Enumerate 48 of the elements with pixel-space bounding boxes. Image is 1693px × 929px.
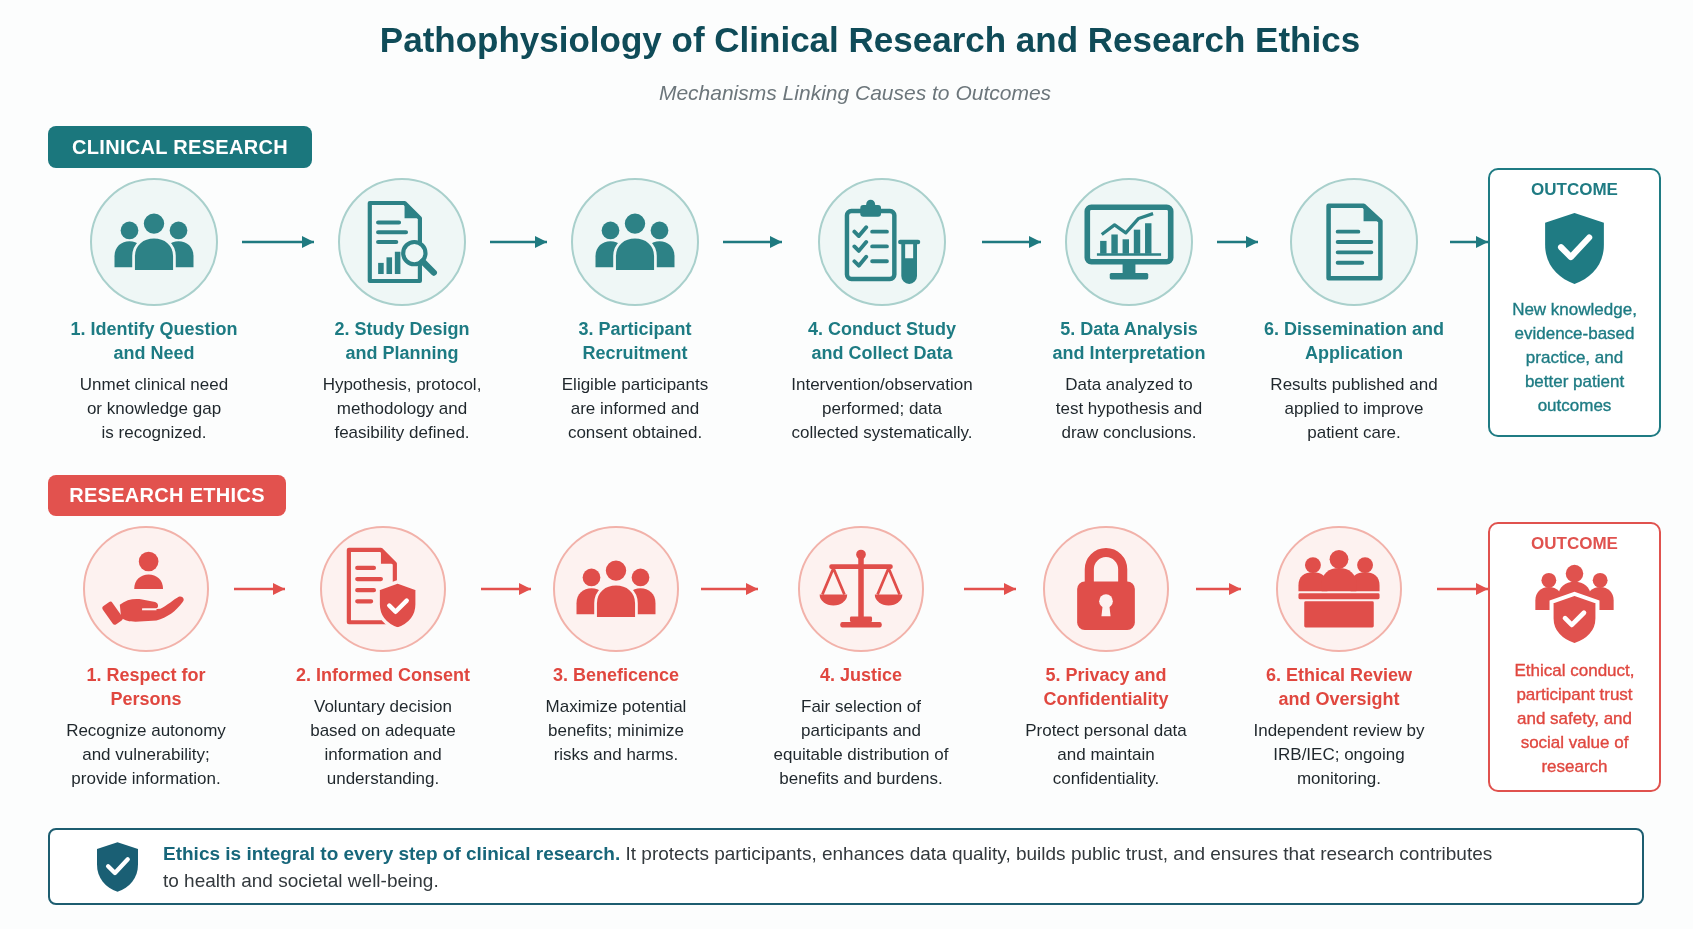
- step-description: Unmet clinical need or knowledge gap is recognized.: [79, 374, 229, 444]
- outcome-box: [1488, 522, 1661, 792]
- arrow: [234, 583, 285, 595]
- arrow: [1450, 236, 1488, 248]
- step-description: Intervention/observation performed; data collected systematically.: [790, 374, 974, 444]
- note-box: [48, 828, 1644, 905]
- arrow: [490, 236, 547, 248]
- step-description: Maximize potential benefits; minimize risks and harms.: [544, 696, 688, 766]
- step-description: Voluntary decision based on adequate information and understanding.: [309, 696, 457, 790]
- section-header: RESEARCH ETHICS: [48, 475, 286, 516]
- step-heading: 6. Dissemination and Application: [1262, 318, 1445, 365]
- step-description: Independent review by IRB/IEC; ongoing monitoring.: [1252, 720, 1426, 790]
- arrow: [1437, 583, 1488, 595]
- step-heading: 2. Study Design and Planning: [333, 318, 471, 365]
- arrow: [723, 236, 782, 248]
- note-text: Ethics is integral to every step of clinical research. It protects participants, enhances data quality, builds public trust, and ensures that research contributes to health and societal well-being.: [163, 841, 1494, 893]
- arrow: [1217, 236, 1258, 248]
- step-heading: 4. Conduct Study and Collect Data: [807, 318, 957, 365]
- step-description: Eligible participants are informed and consent obtained.: [560, 374, 710, 444]
- step-description: Recognize autonomy and vulnerability; provide information.: [65, 720, 227, 790]
- outcome-text: New knowledge, evidence-based practice, and better patient outcomes: [1511, 299, 1638, 417]
- step-heading: 5. Privacy and Confidentiality: [1042, 664, 1170, 711]
- step-heading: 2. Informed Consent: [296, 664, 470, 687]
- outcome-heading: OUTCOME: [1531, 533, 1618, 555]
- step-description: Protect personal data and maintain confidentiality.: [1024, 720, 1188, 790]
- step-heading: 1. Respect for Persons: [85, 664, 207, 711]
- outcome-text: Ethical conduct, participant trust and safety, and social value of research: [1513, 660, 1636, 778]
- outcome-heading: OUTCOME: [1531, 179, 1618, 201]
- arrow: [481, 583, 531, 595]
- step-heading: 4. Justice: [819, 664, 902, 687]
- step-description: Hypothesis, protocol, methodology and feasibility defined.: [322, 374, 482, 444]
- arrow: [982, 236, 1041, 248]
- step-heading: 1. Identify Question and Need: [69, 318, 239, 365]
- step-description: Data analyzed to test hypothesis and draw conclusions.: [1054, 374, 1204, 444]
- arrow: [964, 583, 1016, 595]
- step-heading: 5. Data Analysis and Interpretation: [1051, 318, 1207, 365]
- arrow: [1196, 583, 1241, 595]
- step-description: Fair selection of participants and equitable distribution of benefits and burdens.: [772, 696, 950, 790]
- step-description: Results published and applied to improve patient care.: [1269, 374, 1439, 444]
- section-header: CLINICAL RESEARCH: [48, 126, 312, 168]
- step-heading: 3. Participant Recruitment: [577, 318, 693, 365]
- step-heading: 3. Beneficence: [552, 664, 680, 687]
- arrow: [242, 236, 314, 248]
- diagram-title: Pathophysiology of Clinical Research and Research Ethics: [379, 20, 1361, 60]
- diagram-subtitle: Mechanisms Linking Causes to Outcomes: [658, 80, 1052, 106]
- outcome-box: [1488, 168, 1661, 437]
- step-heading: 6. Ethical Review and Oversight: [1264, 664, 1414, 711]
- arrow: [701, 583, 758, 595]
